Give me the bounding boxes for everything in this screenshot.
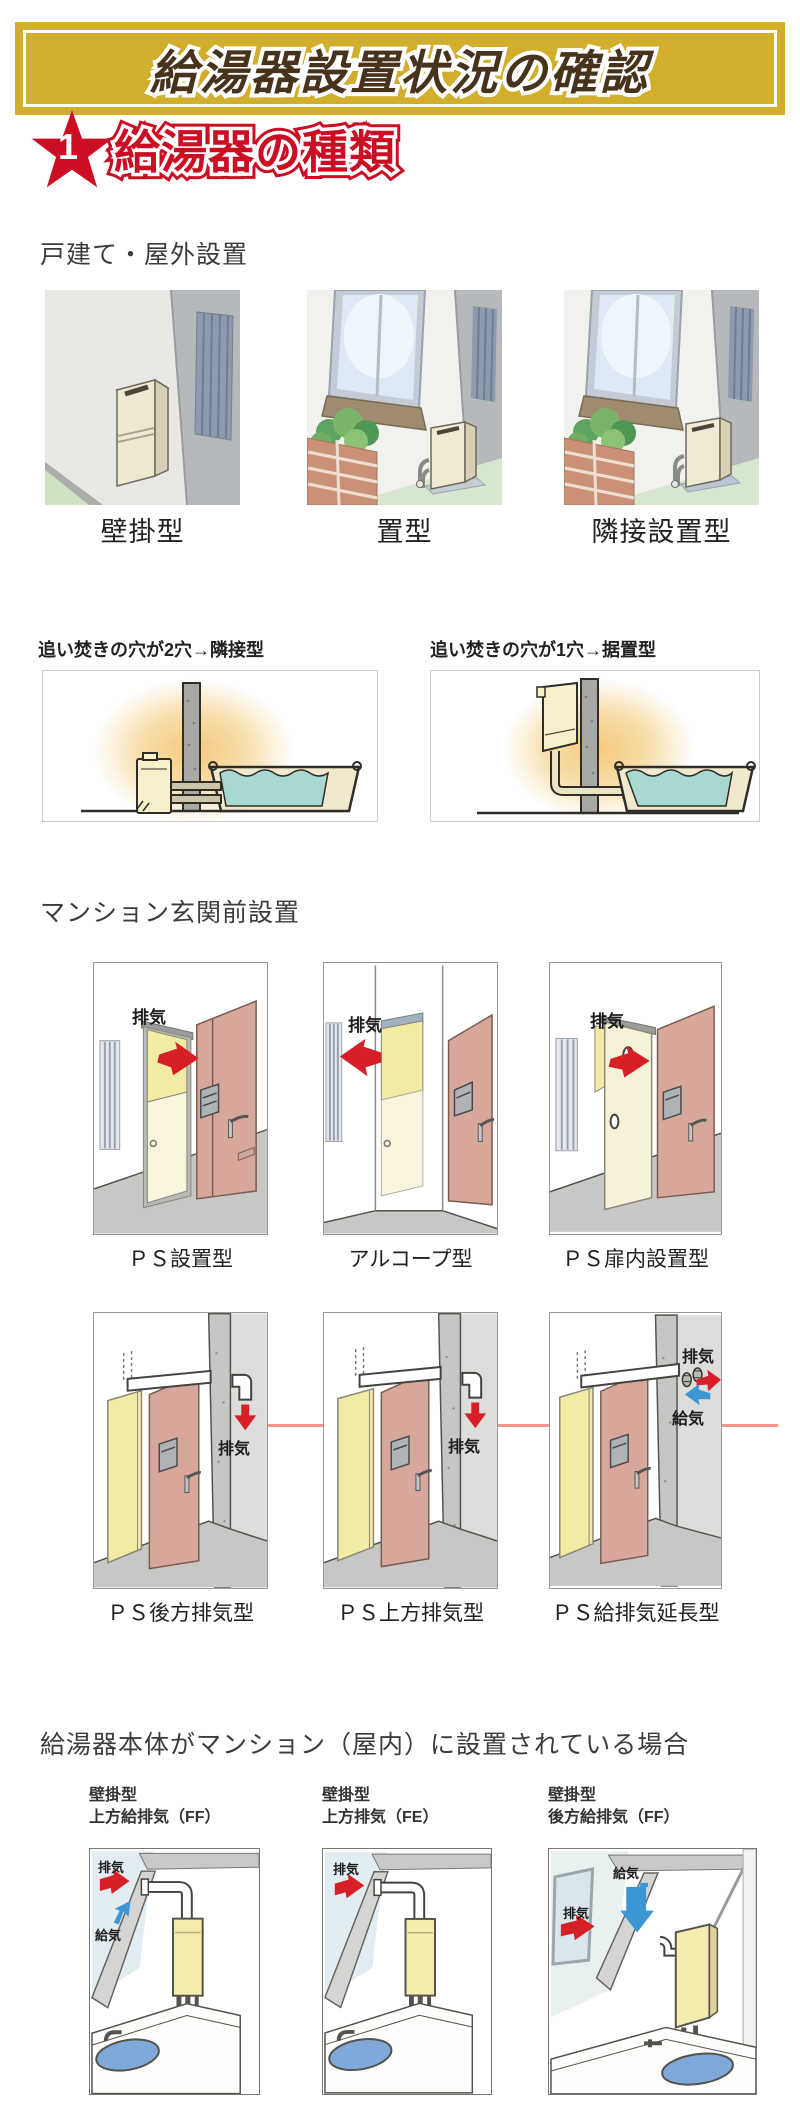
page-title: 給湯器設置状況の確認 給湯器設置状況の確認 [146,34,651,103]
indoor-label-2-type: 壁掛型 [322,1787,371,1804]
exhaust-label: 排気 [563,1906,590,1921]
caption-ps-door-type: ＰＳ扉内設置型 [562,1248,709,1271]
star-icon [31,110,113,188]
intake-label: 給気 [613,1866,640,1881]
intake-label: 給気 [672,1411,705,1428]
exhaust-label: 排気 [98,1860,125,1875]
badge-number: 1 [58,126,79,167]
exhaust-label: 排気 [333,1862,360,1877]
standing-illustration [307,290,502,505]
indoor-label-1: 壁掛型 上方給排気（FF） [89,1785,221,1829]
exhaust-label: 排気 [682,1349,715,1366]
connector-line [498,1424,549,1427]
indoor-label-2: 壁掛型 上方排気（FE） [322,1785,438,1829]
exhaust-label: 排気 [348,1016,382,1035]
indoor-label-2-vent: 上方排気（FE） [322,1809,439,1826]
adjacent-illustration [564,290,759,505]
mansion-front-heading: マンション玄関前設置 [40,899,301,927]
ps-top-exhaust-box: 排気 [323,1312,498,1589]
indoor-fe-top-box: 排気 [322,1848,492,2095]
indoor-label-3-vent: 後方給排気（FF） [548,1809,680,1826]
exhaust-label: 排気 [590,1012,624,1031]
indoor-fe-top-illustration [324,1852,491,2094]
page-title-outline: 給湯器設置状況の確認 [146,42,651,103]
ps-extension-box: 排気 給気 [549,1312,722,1589]
indoor-heading: 給湯器本体がマンション（屋内）に設置されている場合 [40,1731,690,1759]
caption-alcove-type: アルコープ型 [348,1248,473,1271]
alcove-type-illustration [324,965,497,1234]
ps-type-box: 排気 [93,962,268,1235]
bath-diagram-two-holes [42,670,378,822]
outdoor-photo-standing [307,290,502,505]
title-banner: 給湯器設置状況の確認 給湯器設置状況の確認 [15,22,785,115]
caption-ps-type: ＰＳ設置型 [128,1248,233,1271]
exhaust-label: 排気 [218,1441,251,1458]
caption-ps-top-exhaust: ＰＳ上方排気型 [337,1602,484,1625]
exhaust-label: 排気 [448,1439,481,1456]
wallmount-illustration [45,290,240,505]
indoor-ff-rear-illustration [550,1849,756,2094]
ps-type-illustration [94,1000,267,1234]
ps-rear-exhaust-illustration [94,1313,267,1588]
indoor-ff-top-box: 排気 給気 [89,1848,260,2095]
ps-rear-exhaust-box: 排気 [93,1312,268,1589]
connector-line [268,1424,323,1427]
outdoor-heading: 戸建て・屋外設置 [40,241,249,269]
indoor-label-1-type: 壁掛型 [89,1787,138,1804]
connector-line [722,1424,778,1427]
caption-wallmount: 壁掛型 [100,517,185,547]
caption-adjacent: 隣接設置型 [591,517,732,547]
indoor-label-3: 壁掛型 後方給排気（FF） [548,1785,680,1829]
bath-caption-two-holes: 追い焚きの穴が2穴→隣接型 [38,640,265,660]
title-banner-border [23,30,777,107]
caption-ps-extension: ＰＳ給排気延長型 [551,1602,720,1625]
indoor-ff-top-illustration [91,1851,259,2094]
exhaust-label: 排気 [132,1008,166,1027]
ps-door-type-box: 排気 [549,962,722,1235]
bath-diagram-one-hole [430,670,760,822]
section-heading-kinds: 給湯器の種類 給湯器の種類 給湯器の種類 [108,120,402,185]
alcove-type-box: 排気 [323,962,498,1235]
indoor-label-3-type: 壁掛型 [548,1787,597,1804]
ps-extension-illustration [550,1314,721,1587]
outdoor-photo-wallmount [45,290,240,505]
caption-ps-rear-exhaust: ＰＳ後方排気型 [107,1602,254,1625]
bath-one-hole-illustration [477,678,756,819]
indoor-label-1-vent: 上方給排気（FF） [89,1809,221,1826]
ps-door-type-illustration [550,1005,721,1232]
outdoor-photo-adjacent [564,290,759,505]
indoor-ff-rear-box: 給気 排気 [548,1848,757,2095]
section-badge: 1 [30,110,114,190]
bath-two-holes-illustration [81,679,362,821]
ps-top-exhaust-illustration [324,1313,497,1588]
bath-caption-one-hole: 追い焚きの穴が1穴→据置型 [430,640,657,660]
intake-label: 給気 [95,1928,122,1943]
caption-standing: 置型 [376,517,433,547]
